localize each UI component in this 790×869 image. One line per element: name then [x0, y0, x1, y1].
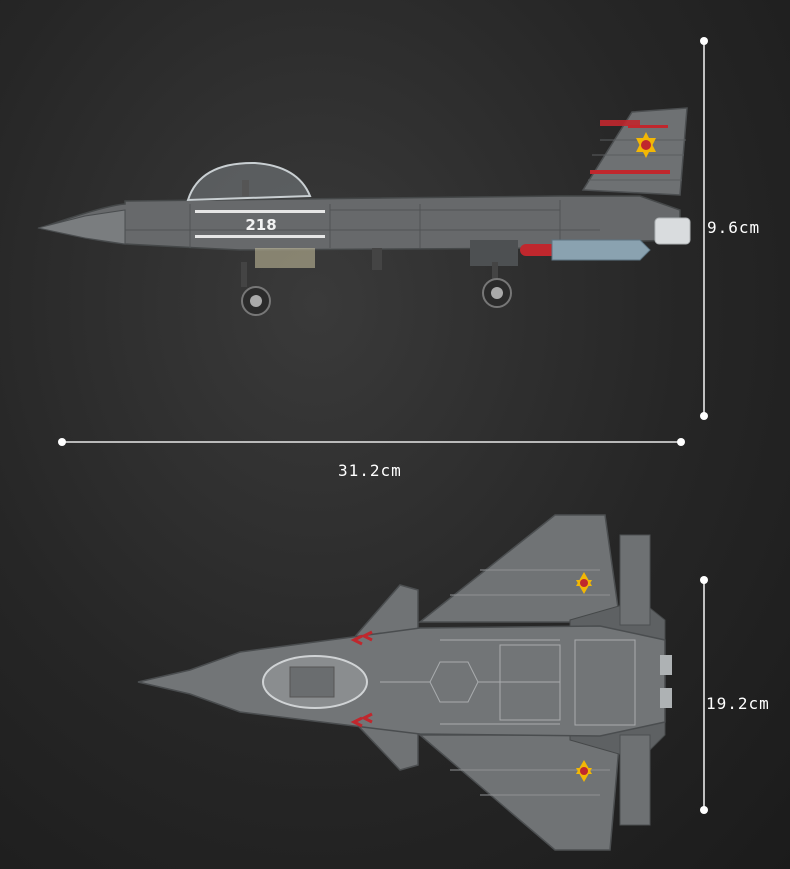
tail-stripe-upper	[628, 125, 668, 128]
canopy-seat	[242, 180, 249, 196]
missile-blue	[551, 239, 651, 261]
tail-number: 218	[245, 216, 276, 234]
dimension-lines	[58, 37, 708, 814]
chevron-icon	[350, 634, 363, 646]
chevron-icon-lower	[350, 716, 363, 728]
length-right-dot	[677, 438, 685, 446]
width-top-dot	[700, 576, 708, 584]
width-dimension-label: 19.2cm	[706, 694, 770, 713]
wing-bottom	[417, 734, 621, 851]
rear-gear-strut	[492, 262, 498, 282]
fuselage-stripe-top	[195, 210, 325, 213]
intake-panel	[255, 248, 315, 268]
tail-stripe-lower	[590, 170, 670, 174]
top-fuselage	[137, 625, 666, 737]
engine-nozzle	[654, 217, 691, 245]
jet-top-view	[137, 514, 672, 851]
height-bottom-dot	[700, 412, 708, 420]
width-bottom-dot	[700, 806, 708, 814]
weapon-pylon	[470, 240, 518, 266]
length-dimension-label: 31.2cm	[338, 461, 402, 480]
front-gear-strut	[241, 262, 247, 287]
length-left-dot	[58, 438, 66, 446]
wing-top	[417, 514, 621, 623]
height-top-dot	[700, 37, 708, 45]
jet-side-view: 218	[37, 107, 691, 316]
nose-cone	[37, 209, 126, 245]
fuselage-stripe-bottom	[195, 235, 325, 238]
height-dimension-label: 9.6cm	[707, 218, 761, 237]
